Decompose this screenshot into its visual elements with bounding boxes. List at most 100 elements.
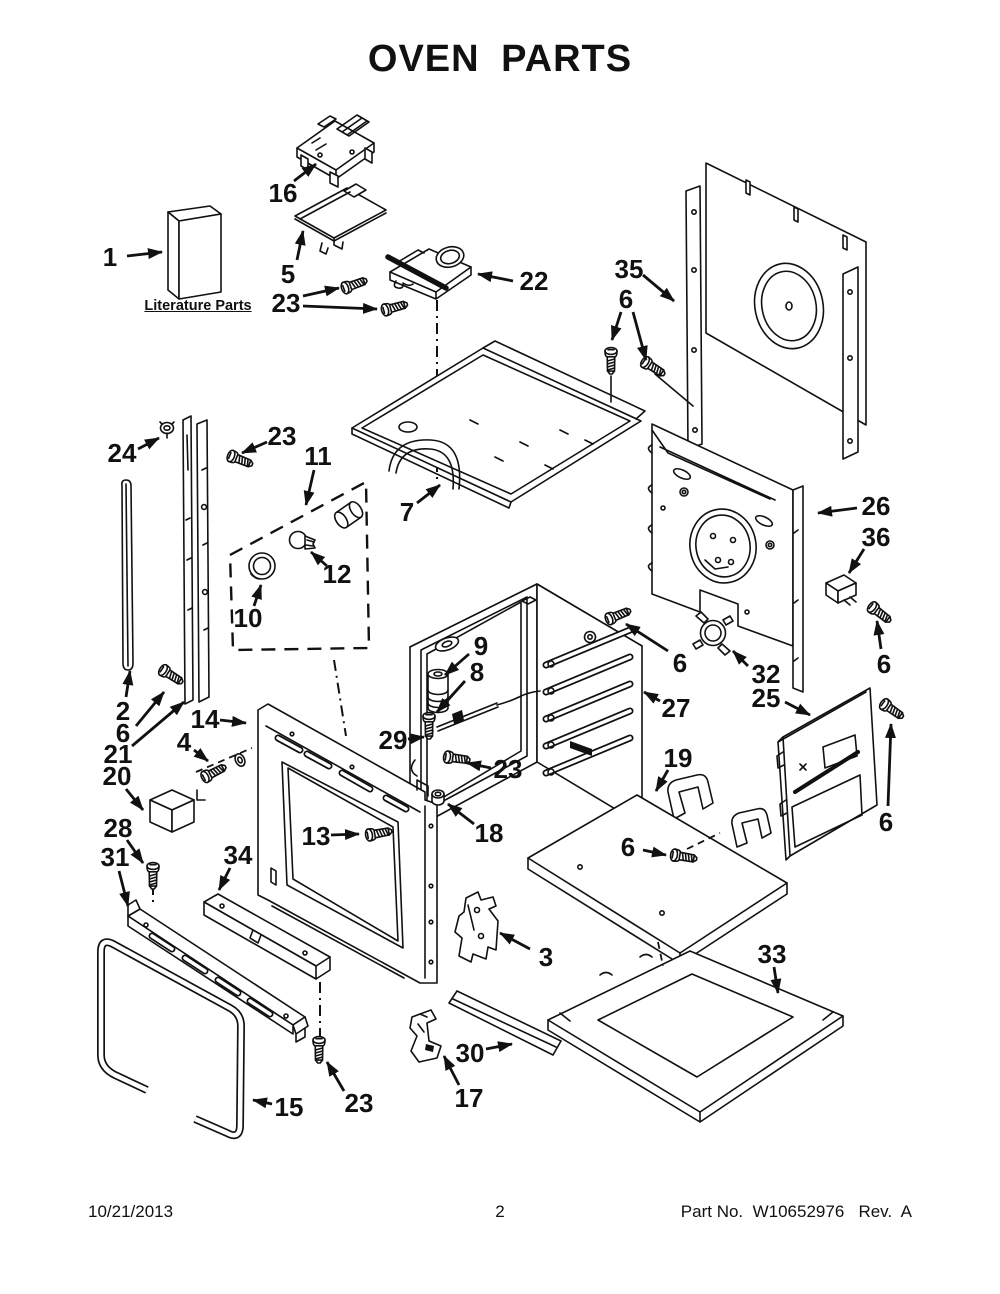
callout-13-37: 13 <box>302 821 360 851</box>
callout-number-24: 24 <box>108 438 137 468</box>
literature-parts-label: Literature Parts <box>144 298 252 314</box>
callout-6-6: 6 <box>610 284 648 361</box>
callout-34-41: 34 <box>217 840 253 891</box>
callout-number-7: 7 <box>400 497 414 527</box>
part-5-control-cover <box>294 183 387 255</box>
callout-10-11: 10 <box>234 584 263 633</box>
part-19-lower-rear-panel <box>527 773 788 965</box>
callout-number-16: 16 <box>269 178 298 208</box>
callout-number-17: 17 <box>455 1083 484 1113</box>
callout-number-26: 26 <box>862 491 891 521</box>
callout-number-13: 13 <box>302 821 331 851</box>
callout-number-36: 36 <box>862 522 891 552</box>
callout-number-9: 9 <box>474 631 488 661</box>
callout-6-32: 6 <box>116 691 166 748</box>
callout-6-15: 6 <box>873 620 891 679</box>
callout-number-6: 6 <box>619 284 633 314</box>
part-1-literature-book <box>167 205 222 300</box>
callout-35-5: 35 <box>615 254 675 303</box>
callout-number-3: 3 <box>539 942 553 972</box>
part-9-smoke-eliminator <box>427 668 449 714</box>
callout-6-26: 6 <box>621 832 667 862</box>
footer-page-number: 2 <box>495 1202 505 1221</box>
part-26-rear-cavity-panel <box>647 423 804 693</box>
callout-number-21: 21 <box>104 739 133 769</box>
callout-number-35: 35 <box>615 254 644 284</box>
callout-7-12: 7 <box>400 483 441 527</box>
callout-5-2: 5 <box>281 230 306 289</box>
part-3-bracket <box>454 891 499 963</box>
part-16-control-board <box>296 114 375 188</box>
callout-30-29: 30 <box>456 1038 513 1068</box>
callout-36-14: 36 <box>847 522 891 574</box>
callout-22-4: 22 <box>477 266 549 296</box>
callout-12-10: 12 <box>310 550 352 589</box>
callout-18-38: 18 <box>447 802 504 848</box>
callout-31-40: 31 <box>101 842 130 907</box>
callout-number-31: 31 <box>101 842 130 872</box>
callout-9-19: 9 <box>444 631 488 677</box>
callout-28-39: 28 <box>104 813 145 864</box>
part-11-light-assembly <box>228 480 371 652</box>
callout-number-18: 18 <box>475 818 504 848</box>
callout-number-12: 12 <box>323 559 352 589</box>
callout-number-4: 4 <box>177 727 192 757</box>
part-36-switch <box>825 574 857 606</box>
callout-number-23: 23 <box>272 288 301 318</box>
callout-20-34: 20 <box>103 761 145 811</box>
callout-17-30: 17 <box>442 1055 484 1113</box>
part-20-junction-box <box>149 789 206 833</box>
callout-6-18: 6 <box>879 723 896 837</box>
callout-32-16: 32 <box>732 650 781 689</box>
callout-3-28: 3 <box>499 931 553 972</box>
part-22-latch-assembly <box>385 245 472 300</box>
part-14-front-frame <box>257 703 438 984</box>
part-31-vent-duct <box>127 899 309 1043</box>
callout-number-29: 29 <box>379 725 408 755</box>
callout-number-20: 20 <box>103 761 132 791</box>
callout-number-10: 10 <box>234 603 263 633</box>
callout-number-6: 6 <box>116 718 130 748</box>
callout-4-36: 4 <box>177 727 209 763</box>
callout-number-22: 22 <box>520 266 549 296</box>
callout-2-31: 2 <box>116 670 134 726</box>
callout-number-14: 14 <box>191 704 220 734</box>
callout-number-5: 5 <box>281 259 295 289</box>
part-2-side-trim-left <box>121 479 134 671</box>
callout-23-3: 23 <box>272 285 378 318</box>
callout-number-33: 33 <box>758 939 787 969</box>
part-27-oven-cavity <box>409 583 643 832</box>
part-32-thermostat <box>692 611 734 656</box>
callout-number-6: 6 <box>621 832 635 862</box>
callout-25-17: 25 <box>752 683 811 717</box>
callout-number-1: 1 <box>103 242 117 272</box>
part-34-vent-trim <box>203 893 331 980</box>
part-17-clip <box>409 1009 442 1063</box>
part-25-convection-cover <box>776 687 878 861</box>
footer-part-number: Part No. W10652976 Rev. A <box>680 1202 912 1221</box>
part-7-top-panel <box>351 340 646 509</box>
callout-15-42: 15 <box>252 1092 303 1122</box>
part-24-cap <box>159 421 175 439</box>
part-29-temperature-probe <box>426 690 541 735</box>
light-socket <box>333 500 364 529</box>
callout-number-23: 23 <box>268 421 297 451</box>
centerline-light <box>333 659 347 737</box>
callout-27-24: 27 <box>643 690 690 723</box>
callout-16-1: 16 <box>269 162 317 208</box>
callout-23-43: 23 <box>325 1061 373 1118</box>
part-21-side-trim <box>182 415 210 705</box>
callout-number-19: 19 <box>664 743 693 773</box>
callout-8-20: 8 <box>435 657 484 713</box>
part-4-spacer <box>195 747 253 773</box>
callout-number-6: 6 <box>879 807 893 837</box>
callout-11-9: 11 <box>303 441 332 506</box>
callout-number-30: 30 <box>456 1038 485 1068</box>
callout-number-28: 28 <box>104 813 133 843</box>
callout-1-0: 1 <box>103 242 163 272</box>
part-30-trim-strip <box>448 990 562 1056</box>
callout-number-2: 2 <box>116 696 130 726</box>
screw-axis-lines <box>610 373 694 407</box>
callout-number-32: 32 <box>752 659 781 689</box>
